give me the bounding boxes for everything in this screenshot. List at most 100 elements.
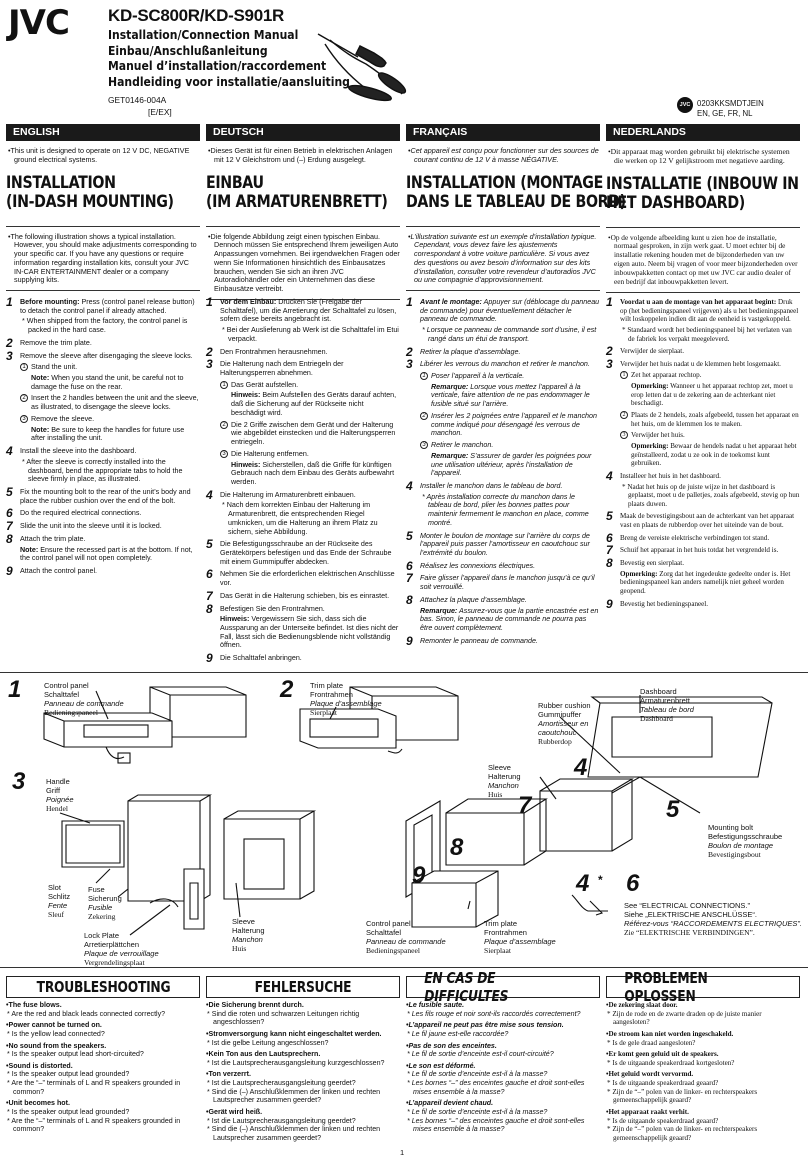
note-text: Assurez-vous que la partie encastrée est… bbox=[420, 606, 599, 632]
note-label: Remarque: bbox=[431, 382, 469, 391]
note-text: When you stand the unit, be careful not … bbox=[31, 374, 184, 391]
troubleshooting-item: Het apparaat raakt verhit.Is de uitgaand… bbox=[606, 1108, 800, 1143]
step-number: 5 bbox=[606, 509, 613, 524]
step-text: Die Befestigungsschraube an der Rückseit… bbox=[220, 540, 392, 566]
label-see-connections: See “ELECTRICAL CONNECTIONS.”Siehe „ELEK… bbox=[624, 901, 802, 937]
step-text: Verwijder de sierplaat. bbox=[620, 347, 685, 356]
problem: Power cannot be turned on. bbox=[6, 1021, 200, 1030]
problem: No sound from the speakers. bbox=[6, 1042, 200, 1051]
step-number: 6 bbox=[206, 567, 213, 582]
troubleshooting-item: Power cannot be turned on.Is the yellow … bbox=[6, 1021, 200, 1038]
cause: Is the yellow lead connected? bbox=[6, 1030, 200, 1039]
substep-text: Die 2 Griffe zwischen dem Gerät und der … bbox=[231, 420, 396, 447]
step-text: Drücken Sie (Freigabe der Schalttafel), … bbox=[220, 298, 397, 324]
step-number: 6 bbox=[406, 558, 413, 573]
troubleshooting-item: Pas de son des enceintes.Le fil de sorti… bbox=[406, 1042, 600, 1059]
substep-marker: 1 bbox=[220, 380, 228, 389]
cause: Le fil de sortie d’enceinte est-il à la … bbox=[406, 1108, 600, 1117]
lang-header: NEDERLANDS bbox=[606, 124, 800, 141]
step-text: Réalisez les connexions électriques. bbox=[420, 561, 536, 570]
step-number: 9 bbox=[406, 633, 413, 648]
cause: Les fils rouge et noir sont-ils raccordé… bbox=[406, 1010, 600, 1019]
figure-step-5: 5 bbox=[666, 796, 680, 823]
step-number: 1 bbox=[206, 295, 213, 309]
lead-text: L’illustration suivante est un exemple d… bbox=[406, 232, 600, 286]
step-6: 6 Réalisez les connexions électriques. bbox=[406, 558, 600, 573]
trim-note: Note: Ensure the recessed part is at the… bbox=[20, 546, 200, 563]
troubleshooting-title-text: TROUBLESHOOTING bbox=[36, 977, 170, 996]
troubleshooting-item: No sound from the speakers.Is the speake… bbox=[6, 1042, 200, 1059]
substep-marker: 1 bbox=[620, 371, 628, 380]
step-text: Bevestig een sierplaat. bbox=[620, 559, 685, 568]
cause: Is de uitgaande speakerdraad kortgeslote… bbox=[606, 1059, 800, 1068]
jvc-circle-logo: JVC bbox=[677, 97, 693, 113]
problem: Pas de son des enceintes. bbox=[406, 1042, 600, 1051]
installation-drawing bbox=[43, 686, 773, 936]
troubleshooting-title-text: PROBLEMEN OPLOSSEN bbox=[624, 968, 708, 1005]
troubleshooting-item: De stroom kan niet worden ingeschakeld.I… bbox=[606, 1030, 800, 1047]
figure-step-2: 2 bbox=[280, 676, 294, 703]
lead-text: The following illustration shows a typic… bbox=[6, 232, 200, 286]
troubleshooting-francais: EN CAS DE DIFFICULTESLe fusible saute.Le… bbox=[406, 969, 600, 1143]
step-number: 9 bbox=[206, 651, 213, 666]
problem: Er komt geen geluid uit de speakers. bbox=[606, 1050, 800, 1059]
note-label: Hinweis: bbox=[231, 391, 261, 400]
note-label: Opmerking: bbox=[631, 441, 669, 450]
step-text: Monter le boulon de montage sur l’arrièr… bbox=[420, 531, 590, 557]
note-text: S’assurer de garder les poignées pour un… bbox=[431, 451, 592, 478]
problem: Het geluid wordt vervormd. bbox=[606, 1070, 800, 1079]
step-number: 8 bbox=[606, 556, 613, 571]
step-text: Attach the trim plate. bbox=[20, 534, 86, 543]
lang-header: FRANÇAIS bbox=[406, 124, 600, 141]
troubleshooting-item: The fuse blows.Are the red and black lea… bbox=[6, 1001, 200, 1018]
troubleshooting-item: Kein Ton aus den Lautsprechern.Ist die L… bbox=[206, 1050, 400, 1067]
cause: Zijn de “–” polen van de linker- en rech… bbox=[606, 1088, 800, 1105]
brand-logo: JVC bbox=[8, 3, 70, 43]
step-number: 5 bbox=[406, 528, 413, 543]
troubleshooting-item: L’appareil devient chaud.Le fil de sorti… bbox=[406, 1099, 600, 1134]
note-label: Note: bbox=[20, 545, 39, 554]
troubleshooting-title-text: FEHLERSUCHE bbox=[254, 977, 352, 996]
troubleshooting-title-text: EN CAS DE DIFFICULTES bbox=[424, 968, 509, 1005]
substep-text: Remove the sleeve. bbox=[31, 414, 95, 423]
intro-text: Dit apparaat mag worden gebruikt bij ele… bbox=[606, 147, 800, 166]
substep-text: Das Gerät aufstellen. bbox=[231, 380, 299, 389]
note-label: Note: bbox=[31, 425, 50, 434]
problem: De stroom kan niet worden ingeschakeld. bbox=[606, 1030, 800, 1039]
substep-note: Note: When you stand the unit, be carefu… bbox=[31, 374, 200, 391]
trim-note: Hinweis: Vergewissern Sie sich, dass sic… bbox=[220, 615, 400, 650]
cause: Les bornes “–” des enceintes gauche et d… bbox=[406, 1079, 600, 1096]
step-text: Installer le manchon dans le tableau de … bbox=[420, 481, 563, 490]
cause: Sind die (–) Anschlußklemmen der linken … bbox=[206, 1088, 400, 1105]
troubleshooting-item: Sound is distorted.Is the speaker output… bbox=[6, 1062, 200, 1097]
note-label: Remarque: bbox=[420, 606, 458, 615]
note-text: Ensure the recessed part is at the botto… bbox=[20, 545, 193, 563]
note-text: Vergewissern Sie sich, dass sich die Aus… bbox=[220, 615, 399, 650]
step-lead: Voordat u aan de montage van het apparaa… bbox=[620, 298, 777, 306]
substep-text: Stand the unit. bbox=[31, 363, 78, 372]
step-lead: Avant le montage: bbox=[420, 298, 482, 306]
section-title: EINBAU (IM ARMATURENBRETT) bbox=[206, 172, 388, 211]
note-text: Zorg dat het ingedeukte gedeelte onder i… bbox=[620, 569, 791, 595]
cause: Zijn de “–” polen van de linker- en rech… bbox=[606, 1125, 800, 1142]
troubleshooting-english: TROUBLESHOOTING The fuse blows.Are the re… bbox=[6, 976, 200, 1143]
substep-text: Retirer le manchon. bbox=[431, 441, 494, 450]
step-number: 7 bbox=[6, 519, 13, 534]
note-text: Wanneer u het apparaat rechtop zet, moet… bbox=[631, 382, 793, 408]
step-text: Attach the control panel. bbox=[20, 566, 98, 575]
